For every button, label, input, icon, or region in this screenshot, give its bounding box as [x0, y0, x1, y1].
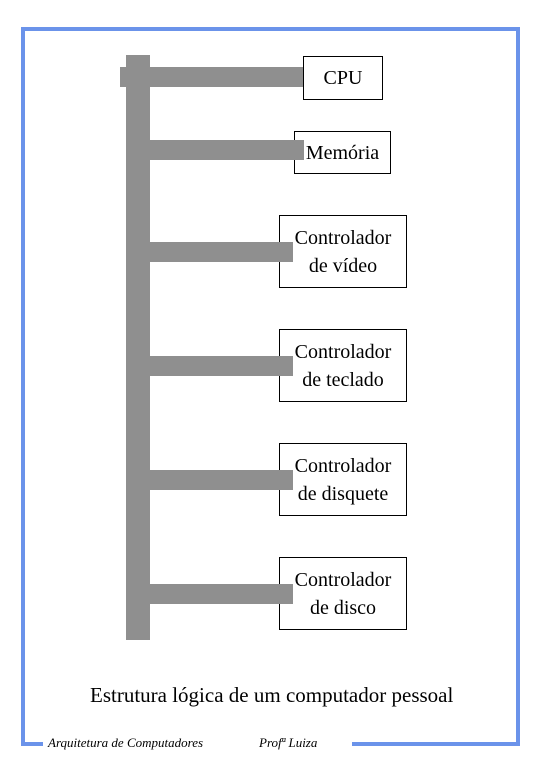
- bus-connector-disco: [148, 584, 293, 604]
- component-label-line2: de disquete: [297, 482, 389, 505]
- bus-connector-teclado: [148, 356, 293, 376]
- component-label-line2: de disco: [309, 596, 377, 619]
- component-label-line1: Controlador: [294, 454, 392, 477]
- component-cpu: CPU: [303, 56, 383, 100]
- frame-border-bottom-left: [21, 742, 43, 746]
- bus-connector-video: [148, 242, 293, 262]
- frame-border-bottom-right: [352, 742, 520, 746]
- diagram-caption: Estrutura lógica de um computador pessoa…: [90, 683, 454, 707]
- component-controlador-video: Controlador de vídeo: [279, 215, 407, 288]
- frame-border-top: [21, 27, 520, 31]
- component-controlador-teclado: Controlador de teclado: [279, 329, 407, 402]
- footer-professor: Profª Luiza: [259, 735, 318, 750]
- component-label-line1: Controlador: [294, 340, 392, 363]
- bus-connector-cpu: [120, 67, 306, 87]
- component-label-line1: Controlador: [294, 226, 392, 249]
- component-label-line2: de vídeo: [308, 254, 378, 277]
- component-label-line1: Controlador: [294, 568, 392, 591]
- component-controlador-disquete: Controlador de disquete: [279, 443, 407, 516]
- frame-border-right: [516, 27, 520, 746]
- bus-connector-memoria: [148, 140, 304, 160]
- component-label: Memória: [305, 141, 380, 164]
- bus-connector-disquete: [148, 470, 293, 490]
- component-label-line2: de teclado: [302, 368, 384, 391]
- component-controlador-disco: Controlador de disco: [279, 557, 407, 630]
- component-label: CPU: [323, 67, 363, 89]
- system-bus: [126, 55, 150, 640]
- footer-course: Arquitetura de Computadores: [48, 735, 204, 750]
- frame-border-left: [21, 27, 25, 746]
- component-memoria: Memória: [294, 131, 391, 174]
